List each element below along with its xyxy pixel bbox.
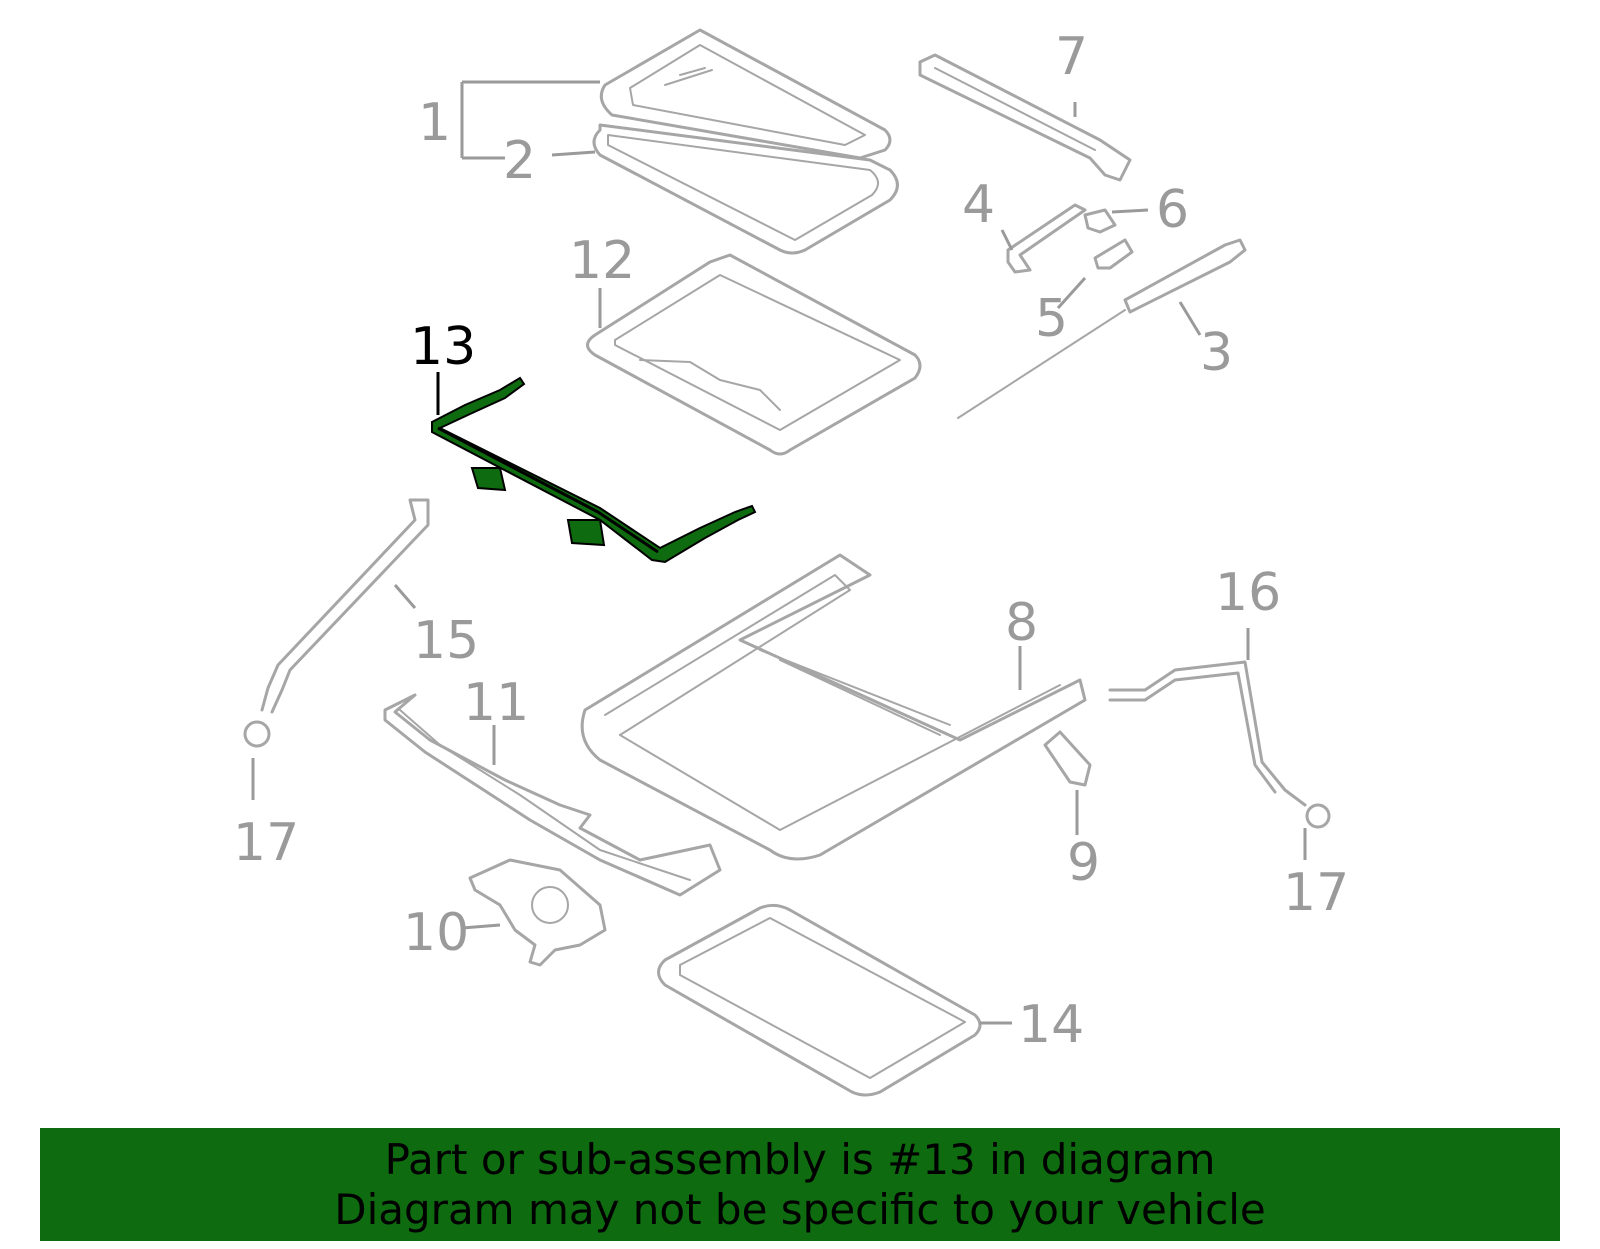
callout-17-left: 17: [233, 813, 299, 873]
leader-lines: [251, 80, 1307, 1025]
callout-12: 12: [569, 231, 635, 291]
part-16-drain-hose: [1108, 660, 1331, 829]
callout-17-right: 17: [1283, 863, 1349, 923]
part-6-clip: [1083, 208, 1117, 234]
part-7-front-rail: [918, 53, 1132, 182]
callout-10: 10: [403, 903, 469, 963]
callout-3: 3: [1200, 323, 1233, 383]
callout-13: 13: [410, 317, 476, 377]
part-5-clip: [1093, 238, 1134, 270]
footer-line-1: Part or sub-assembly is #13 in diagram: [384, 1134, 1216, 1184]
part-1-glass-panel: [599, 28, 892, 160]
callout-16: 16: [1215, 563, 1281, 623]
part-12-sunshade: [586, 253, 922, 456]
part-13-linkage-highlighted: [431, 376, 757, 564]
part-15-drain-hose: [243, 498, 430, 748]
callout-11: 11: [463, 673, 529, 733]
footer-line-2: Diagram may not be specific to your vehi…: [334, 1184, 1266, 1234]
part-3-cable: [957, 238, 1247, 419]
callout-2: 2: [503, 131, 536, 191]
part-10-motor: [468, 858, 607, 967]
part-9-bracket: [1043, 730, 1092, 787]
callout-15: 15: [413, 611, 479, 671]
part-4-bracket: [1006, 203, 1087, 274]
part-11-guide: [383, 693, 722, 897]
callout-9: 9: [1067, 833, 1100, 893]
callout-1: 1: [418, 93, 451, 153]
callout-8: 8: [1005, 593, 1038, 653]
callout-5: 5: [1035, 289, 1068, 349]
callout-4: 4: [962, 175, 995, 235]
part-8-frame: [580, 553, 1087, 861]
callout-7: 7: [1055, 27, 1088, 87]
callout-6: 6: [1156, 180, 1189, 240]
footer-banner: Part or sub-assembly is #13 in diagram D…: [40, 1128, 1560, 1241]
part-2-glass-seal: [592, 123, 899, 255]
part-14-seal: [657, 903, 982, 1097]
callout-14: 14: [1018, 995, 1084, 1055]
callout-labels: 1 2 7 4 6 5 3 12 13 15 17 11 8 16 9 17 1…: [233, 27, 1349, 1055]
